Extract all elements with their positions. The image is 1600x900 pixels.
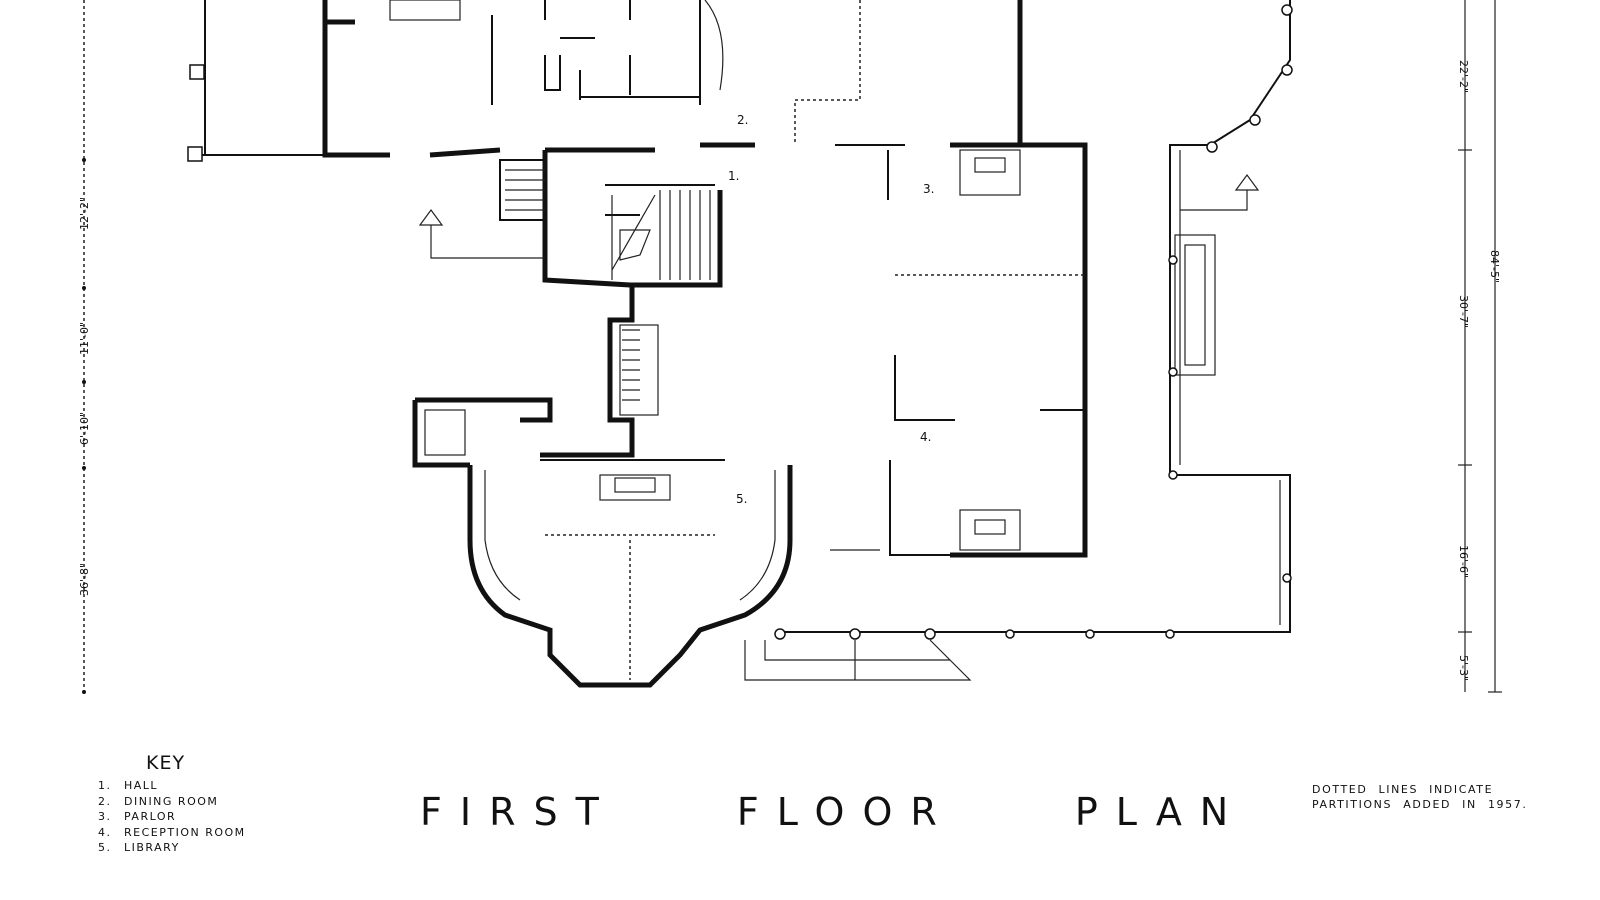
room-label-library: 5. (736, 492, 747, 506)
right-veranda (774, 0, 1293, 640)
dimension-left-4: 36'-8" (78, 563, 91, 596)
dimension-left-2: 11'-0" (78, 322, 91, 355)
key-item-library: 5.LIBRARY (98, 841, 180, 854)
front-steps (744, 639, 972, 681)
key-item-reception-room: 4.RECEPTION ROOM (98, 825, 246, 839)
central-chimney (540, 285, 659, 458)
partition-note: DOTTED LINES INDICATE PARTITIONS ADDED I… (1312, 783, 1528, 811)
key-item-hall: 1.HALL (98, 779, 159, 792)
room-label-parlor: 3. (923, 182, 934, 196)
right-dimension-lines (1458, 0, 1502, 693)
left-dimension-line (82, 0, 86, 695)
room-label-hall: 1. (728, 169, 739, 183)
dimension-right-2: 30'-7" (1457, 295, 1470, 328)
dining-room-walls (322, 0, 755, 158)
library-alcove (412, 397, 553, 468)
dimension-right-1: 22'-2" (1457, 60, 1470, 93)
key-heading: KEY (146, 752, 186, 774)
dimension-right-total: 84'-5" (1488, 250, 1501, 283)
key-item-dining-room: 2.DINING ROOM (98, 794, 219, 808)
left-porch (187, 0, 325, 162)
room-label-reception-room: 4. (920, 430, 931, 444)
key-item-parlor: 3.PARLOR (98, 810, 177, 823)
legend-key: KEY 1.HALL 2.DINING ROOM 3.PARLOR 4.RECE… (98, 752, 298, 856)
library-bay (467, 459, 793, 688)
dimension-right-4: 5'-3" (1457, 655, 1470, 681)
entry-arrow-left (418, 208, 545, 259)
dimension-left-3: 6'-10" (78, 412, 91, 445)
parlor-reception-walls (794, 0, 1088, 558)
key-list: 1.HALL 2.DINING ROOM 3.PARLOR 4.RECEPTIO… (98, 778, 298, 856)
hall-and-stairs (499, 147, 723, 288)
plan-title: FIRST FLOOR PLAN (420, 790, 1247, 834)
dimension-right-3: 16'-6" (1457, 545, 1470, 578)
entry-arrow-right (1180, 173, 1260, 211)
dimension-left-1: 12'-2" (78, 197, 91, 230)
room-label-dining-room: 2. (737, 113, 748, 127)
